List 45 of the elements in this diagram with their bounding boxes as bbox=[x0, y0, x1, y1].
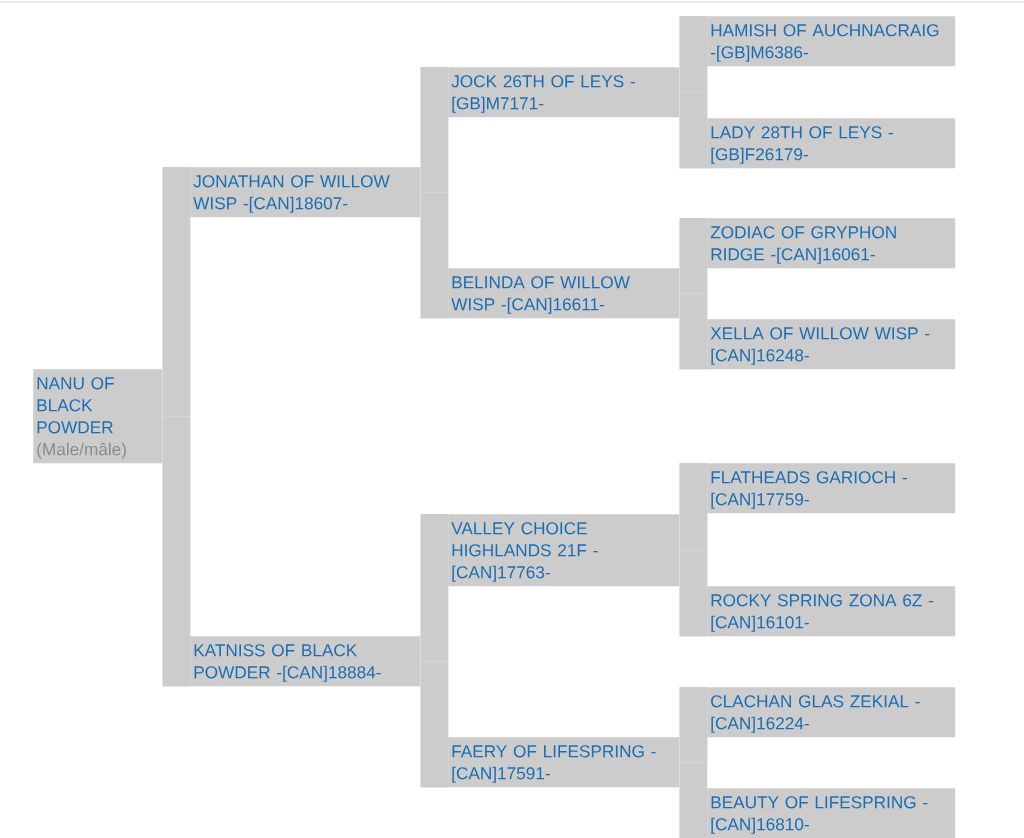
connector-bar bbox=[679, 16, 708, 93]
pedigree-box: NANU OF BLACK POWDER (Male/mâle) bbox=[33, 369, 163, 464]
pedigree-box: CLACHAN GLAS ZEKIAL -[CAN]16224- bbox=[707, 687, 956, 738]
connector-bar bbox=[679, 762, 708, 838]
pedigree-box: XELLA OF WILLOW WISP -[CAN]16248- bbox=[707, 319, 956, 370]
connector-bar bbox=[679, 463, 708, 551]
pedigree-box: ROCKY SPRING ZONA 6Z -[CAN]16101- bbox=[707, 586, 956, 637]
connector-bar bbox=[679, 293, 708, 370]
node-label: HAMISH OF AUCHNACRAIG -[GB]M6386- bbox=[710, 24, 939, 62]
pedigree-box: ZODIAC OF GRYPHON RIDGE -[CAN]16061- bbox=[707, 218, 956, 269]
connector-bar bbox=[679, 550, 708, 637]
node-label: FAERY OF LIFESPRING -[CAN]17591- bbox=[452, 745, 656, 783]
pedigree-box: BEAUTY OF LIFESPRING -[CAN]16810- bbox=[707, 788, 956, 838]
connector-bar bbox=[162, 167, 191, 417]
node-label: FLATHEADS GARIOCH -[CAN]17759- bbox=[711, 471, 907, 509]
node-label: XELLA OF WILLOW WISP -[CAN]16248- bbox=[710, 327, 930, 365]
node-label: CLACHAN GLAS ZEKIAL -[CAN]16224- bbox=[711, 695, 920, 733]
connector-bar bbox=[679, 92, 708, 169]
pedigree-box: VALLEY CHOICE HIGHLANDS 21F -[CAN]17763- bbox=[448, 514, 680, 587]
node-label: BELINDA OF WILLOW WISP -[CAN]16611- bbox=[451, 276, 630, 314]
connector-bar bbox=[162, 416, 191, 687]
pedigree-box: FLATHEADS GARIOCH -[CAN]17759- bbox=[707, 463, 956, 514]
pedigree-box: KATNISS OF BLACK POWDER -[CAN]18884- bbox=[190, 636, 421, 687]
node-label: NANU OF BLACK POWDER bbox=[37, 377, 114, 434]
node-label: (Male/mâle) bbox=[37, 442, 126, 459]
pedigree-box: JOCK 26TH OF LEYS -[GB]M7171- bbox=[448, 67, 680, 118]
connector-bar bbox=[420, 514, 449, 662]
pedigree-box: HAMISH OF AUCHNACRAIG -[GB]M6386- bbox=[707, 16, 956, 67]
pedigree-box: JONATHAN OF WILLOW WISP -[CAN]18607- bbox=[190, 167, 421, 218]
node-label: JONATHAN OF WILLOW WISP -[CAN]18607- bbox=[193, 175, 390, 213]
connector-bar bbox=[679, 687, 708, 763]
pedigree-box: BELINDA OF WILLOW WISP -[CAN]16611- bbox=[448, 268, 680, 319]
pedigree-box: LADY 28TH OF LEYS -[GB]F26179- bbox=[707, 118, 956, 169]
node-label: VALLEY CHOICE HIGHLANDS 21F -[CAN]17763- bbox=[451, 522, 598, 582]
connector-bar bbox=[420, 661, 449, 788]
node-label: BEAUTY OF LIFESPRING -[CAN]16810- bbox=[711, 796, 928, 834]
connector-bar bbox=[420, 192, 449, 319]
node-label: KATNISS OF BLACK POWDER -[CAN]18884- bbox=[194, 644, 381, 682]
node-label: ZODIAC OF GRYPHON RIDGE -[CAN]16061- bbox=[710, 226, 896, 264]
pedigree-box: FAERY OF LIFESPRING -[CAN]17591- bbox=[448, 737, 680, 788]
connector-bar bbox=[420, 67, 449, 193]
node-label: ROCKY SPRING ZONA 6Z -[CAN]16101- bbox=[711, 594, 934, 632]
connector-bar bbox=[679, 218, 708, 294]
node-label: LADY 28TH OF LEYS -[GB]F26179- bbox=[711, 126, 893, 164]
node-label: JOCK 26TH OF LEYS -[GB]M7171- bbox=[451, 75, 635, 113]
